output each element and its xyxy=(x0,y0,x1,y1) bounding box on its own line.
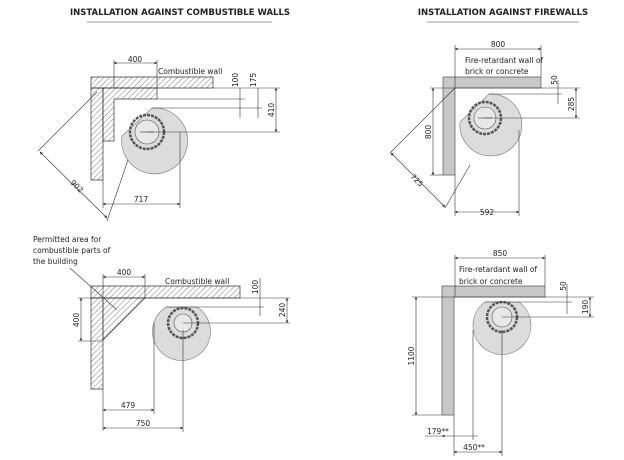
dim-400-top: 400 xyxy=(117,268,132,277)
combustible-wall-horizontal xyxy=(90,76,214,89)
combustible-permitted-area-diagram: Permitted area for combustible parts of … xyxy=(33,235,290,432)
permitted-area-note-line3: the building xyxy=(33,257,78,266)
stove-icon xyxy=(121,107,188,175)
combustible-wall-label: Combustible wall xyxy=(158,67,222,76)
firewalls-title: INSTALLATION AGAINST FIREWALLS xyxy=(418,8,588,18)
permitted-area-note-line2: combustible parts of xyxy=(33,246,111,255)
combustible-wall-horizontal xyxy=(90,285,241,299)
firewall-label-line1: Fire-retardant wall of xyxy=(465,56,543,65)
dim-400-left: 400 xyxy=(72,313,81,328)
dim-410: 410 xyxy=(267,103,276,118)
dim-725: 725 xyxy=(409,172,426,189)
firewall-label-line1: Fire-retardant wall of xyxy=(459,265,537,274)
dim-1100: 1100 xyxy=(407,346,416,365)
firewall-wall-diagram: 850 Fire-retardant wall of brick or conc… xyxy=(407,249,594,456)
permitted-area-triangle xyxy=(102,297,146,341)
dim-400: 400 xyxy=(128,55,143,64)
permitted-area-note-line1: Permitted area for xyxy=(33,235,102,244)
dim-190: 190 xyxy=(581,300,590,315)
dim-285: 285 xyxy=(567,97,576,112)
dim-240: 240 xyxy=(278,303,287,318)
firewall-corner-diagram: 800 Fire-retardant wall of brick or conc… xyxy=(389,40,580,217)
combustible-wall-label: Combustible wall xyxy=(165,277,229,286)
dim-450: 450** xyxy=(463,443,485,452)
combustible-wall-vertical xyxy=(90,297,104,390)
dim-100: 100 xyxy=(231,73,240,88)
dim-750: 750 xyxy=(136,419,151,428)
firewall-label-line2: brick or concrete xyxy=(465,67,529,76)
dim-902: 902 xyxy=(69,178,86,195)
dim-592: 592 xyxy=(480,208,495,217)
dim-50: 50 xyxy=(550,75,559,85)
stove-icon xyxy=(459,93,523,157)
dim-800-top: 800 xyxy=(491,40,506,49)
combustible-wall-vertical xyxy=(90,87,104,181)
dim-717: 717 xyxy=(134,195,149,204)
dim-179: 179** xyxy=(427,427,449,436)
combustible-walls-title: INSTALLATION AGAINST COMBUSTIBLE WALLS xyxy=(70,8,290,18)
combustible-corner-diagram: 400 Combustible wall 100 175 410 902 717 xyxy=(37,55,280,222)
dim-50: 50 xyxy=(559,281,568,291)
dim-175: 175 xyxy=(249,73,258,88)
dim-100: 100 xyxy=(251,280,260,295)
firewall-label-line2: brick or concrete xyxy=(459,277,523,286)
dim-800-left: 800 xyxy=(424,125,433,140)
dim-850: 850 xyxy=(493,249,508,258)
dim-479: 479 xyxy=(121,401,136,410)
stove-icon xyxy=(152,306,211,361)
